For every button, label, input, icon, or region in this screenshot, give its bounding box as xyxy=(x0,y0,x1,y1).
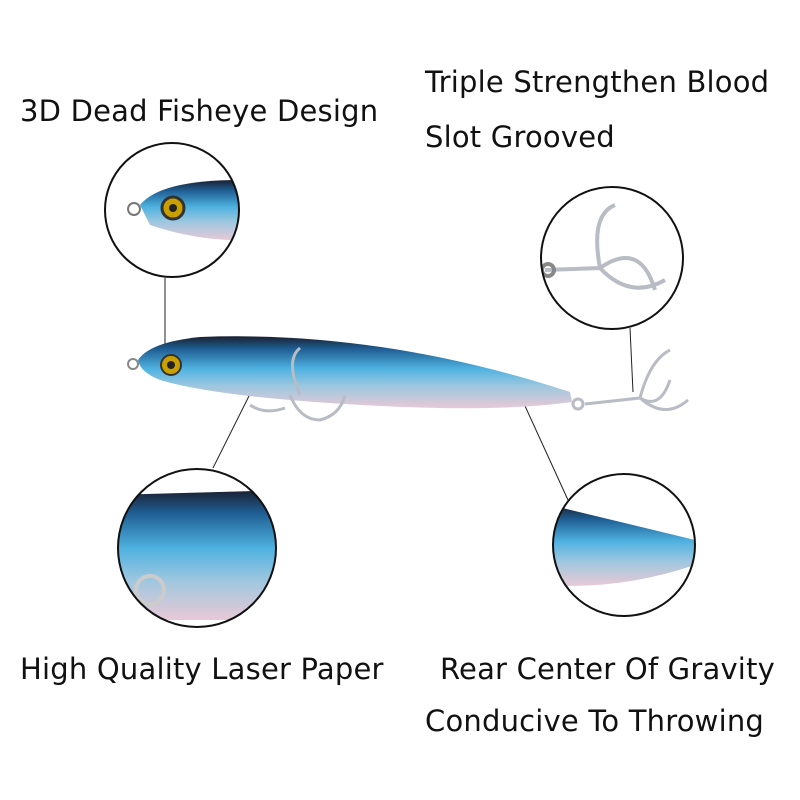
detail-fisheye xyxy=(104,142,240,278)
label-gravity-line1: Rear Center Of Gravity xyxy=(440,652,775,686)
label-gravity-line2: Conducive To Throwing xyxy=(425,704,765,738)
lure-body xyxy=(127,336,689,422)
detail-hook xyxy=(540,186,684,330)
detail-rear xyxy=(552,473,696,617)
label-fisheye: 3D Dead Fisheye Design xyxy=(20,94,379,128)
detail-laser xyxy=(117,468,277,628)
label-hook-line2: Slot Grooved xyxy=(425,120,615,154)
label-hook-line1: Triple Strengthen Blood xyxy=(425,65,770,99)
label-laser: High Quality Laser Paper xyxy=(20,652,384,686)
